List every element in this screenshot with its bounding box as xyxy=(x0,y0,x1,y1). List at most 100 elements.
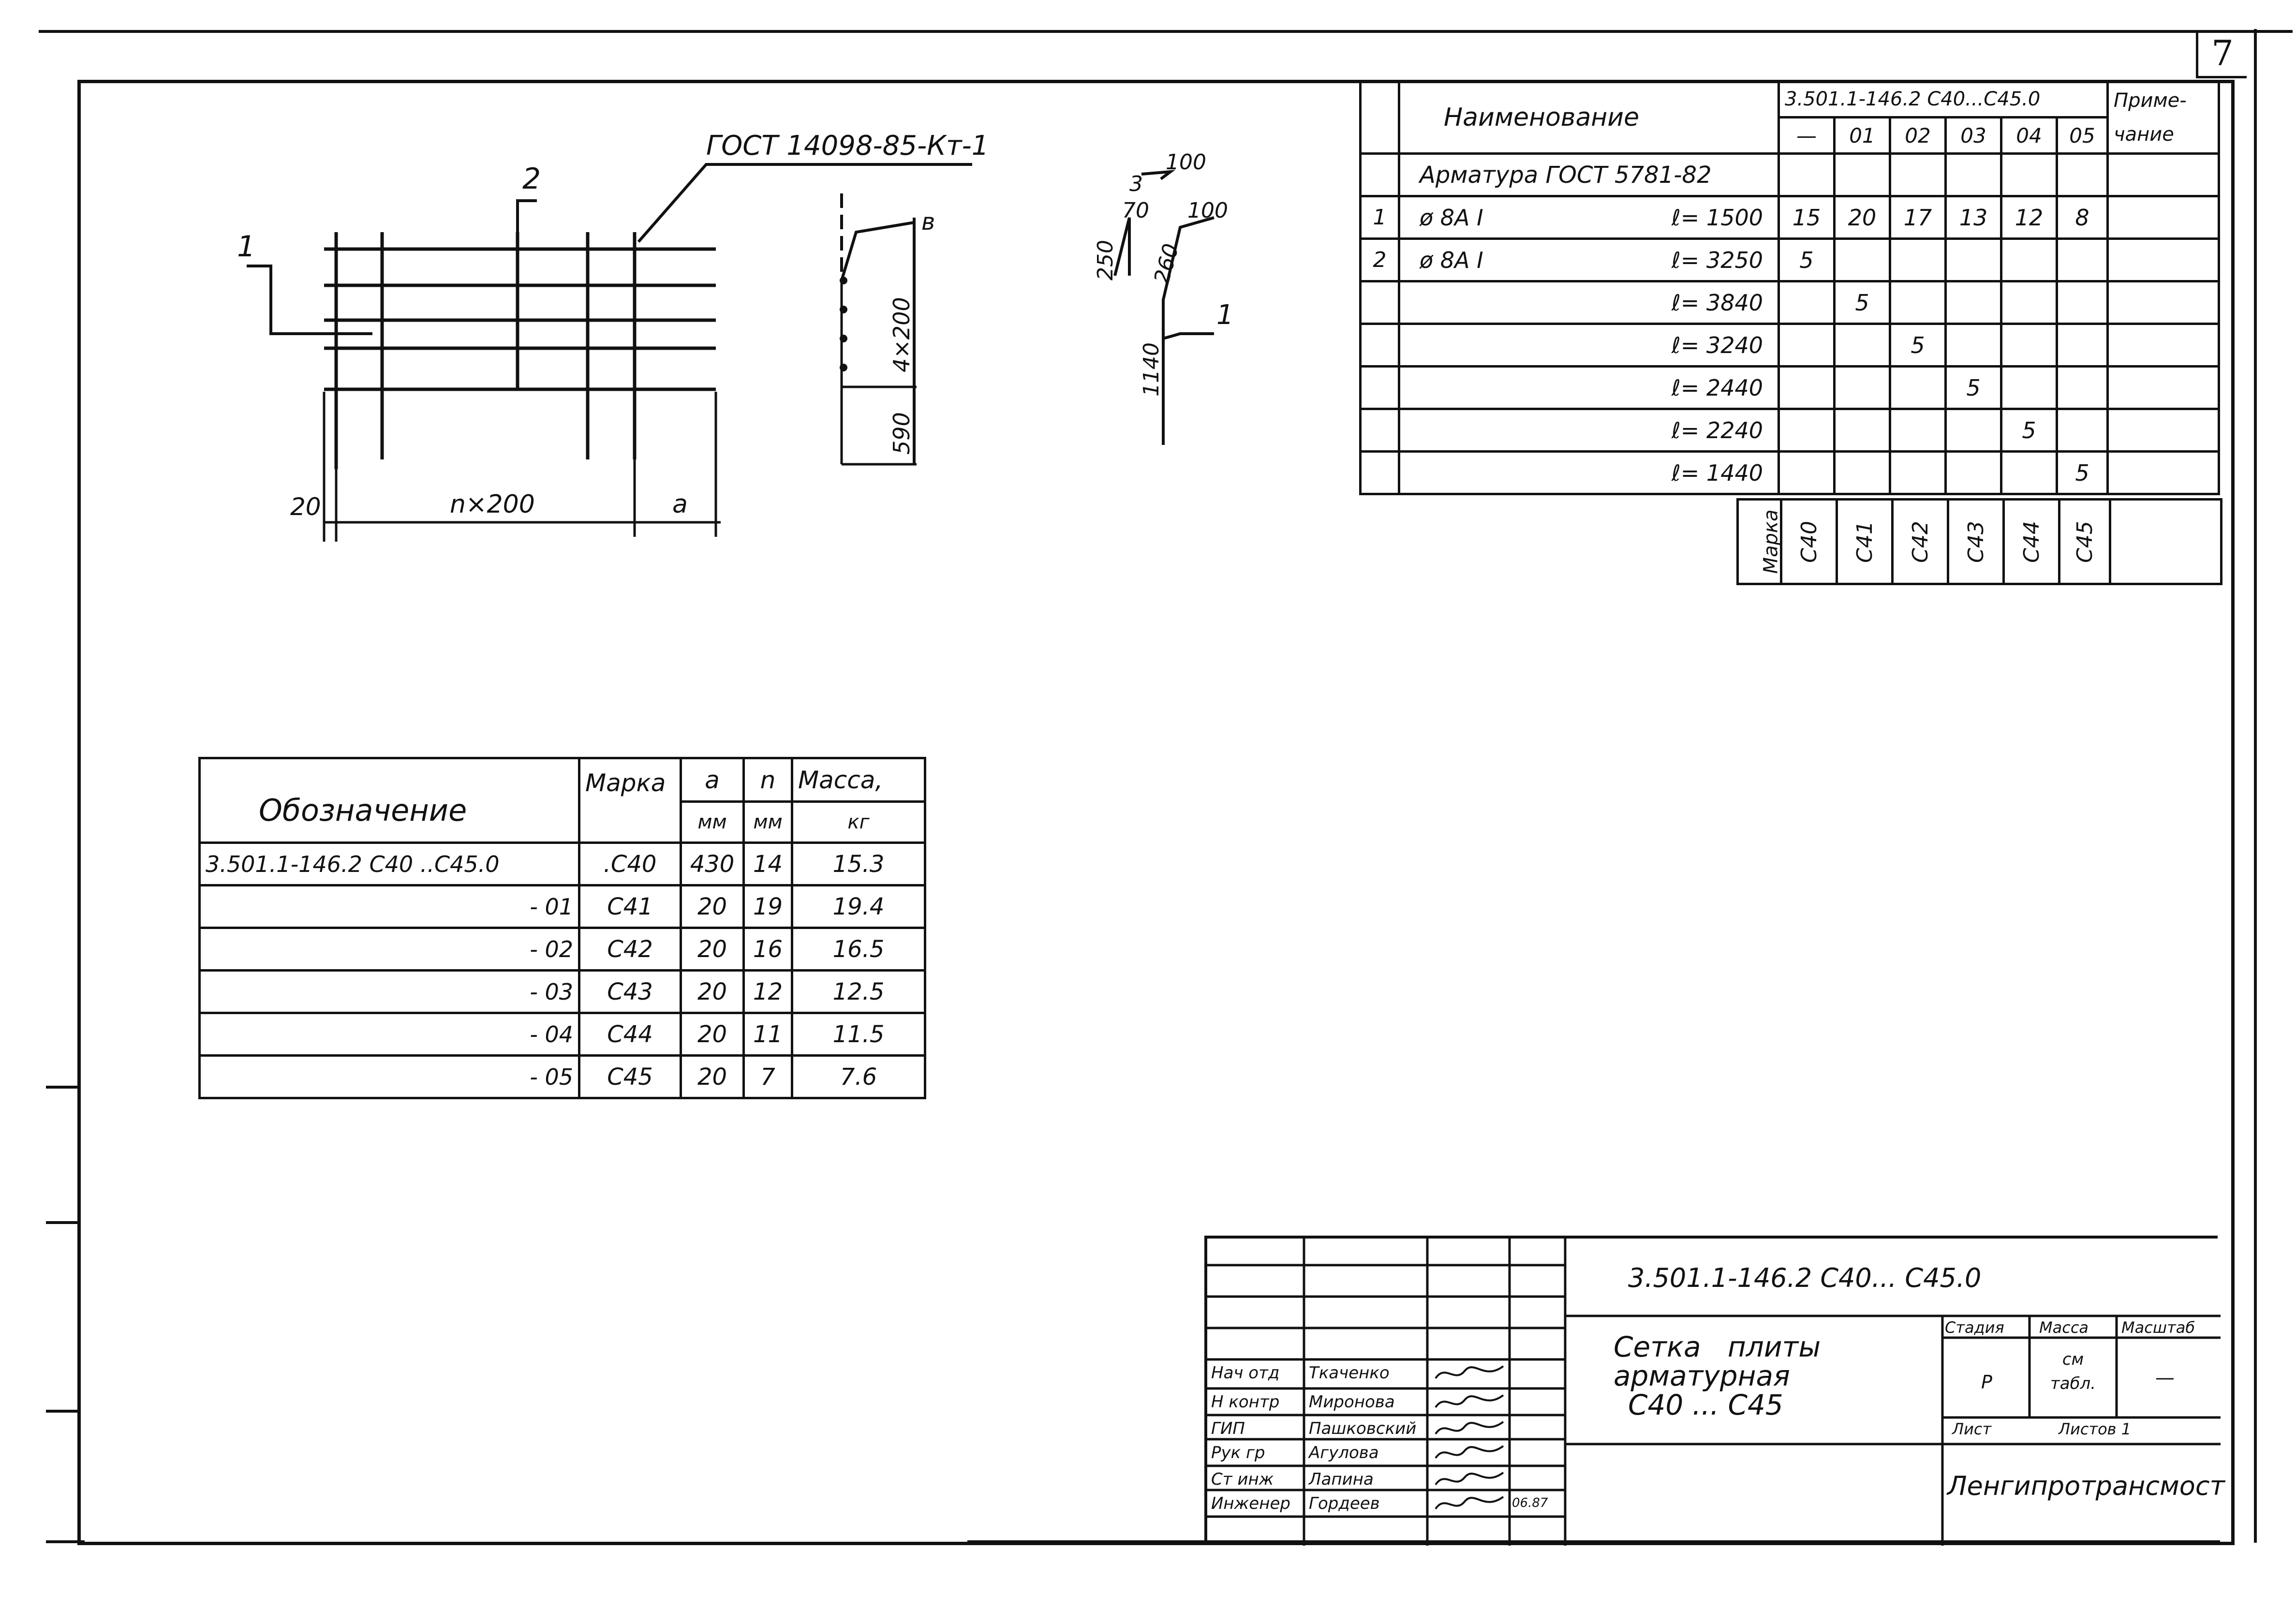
bend-70: 70 xyxy=(1122,198,1149,223)
spec-row-qty xyxy=(1889,450,1947,495)
bottom-edge-line-left xyxy=(46,1540,85,1543)
signer-role: ГИП xyxy=(1211,1419,1245,1438)
spec-row-qty xyxy=(2056,237,2109,282)
spec-row-name: ø 8А I xyxy=(1420,247,1483,273)
spec-row-pos xyxy=(1359,323,1400,368)
spec-row-qty: 12 xyxy=(2000,195,2058,240)
spec-row-qty xyxy=(2056,280,2109,325)
spec-row-name-cell: ℓ= 2240 xyxy=(1398,408,1780,453)
mass-row-marka: С43 xyxy=(578,969,682,1014)
mark-c44: С44 xyxy=(2019,520,2044,563)
spec-row-qty: 5 xyxy=(1778,237,1836,282)
stage-value: Р xyxy=(1981,1372,1992,1393)
spec-row-length: ℓ= 2440 xyxy=(1671,374,1763,401)
mass-header-mass: Масса, xyxy=(791,757,926,803)
spec-table: Наименование 3.501.1-146.2 С40...С45.0 П… xyxy=(1359,80,2220,495)
spec-row-pos xyxy=(1359,280,1400,325)
spec-row-qty: 20 xyxy=(1833,195,1891,240)
signature-mark xyxy=(1435,1365,1504,1379)
spec-header-doc: 3.501.1-146.2 С40...С45.0 xyxy=(1778,80,2109,118)
mass-header-designation: Обозначение xyxy=(198,757,580,844)
signature-date: 06.87 xyxy=(1512,1496,1548,1510)
spec-row-pos xyxy=(1359,450,1400,495)
sheet-number-box: 7 xyxy=(2196,30,2247,78)
callout-2: 2 xyxy=(522,162,541,196)
mass-row-n: 19 xyxy=(742,884,793,929)
spec-row-qty: 5 xyxy=(1889,323,1947,368)
sheet-label: Лист xyxy=(1952,1420,1992,1438)
signature-mark xyxy=(1435,1472,1504,1486)
spec-row-length: ℓ= 3250 xyxy=(1671,247,1763,273)
mass-header-n: n xyxy=(742,757,793,803)
spec-row-qty: 17 xyxy=(1889,195,1947,240)
spec-row-note xyxy=(2106,280,2220,325)
mark-c43: С43 xyxy=(1963,520,1988,563)
signature-mark xyxy=(1435,1445,1504,1459)
spec-row-note xyxy=(2106,323,2220,368)
marka-label-cell: Марка xyxy=(1736,498,1782,585)
mass-row-designation: - 02 xyxy=(198,927,580,972)
mass-row-n: 11 xyxy=(742,1012,793,1057)
drawing-frame xyxy=(77,80,2235,1545)
sheets-label: Листов 1 xyxy=(2059,1420,2132,1438)
spec-row-name-cell: ℓ= 3240 xyxy=(1398,323,1780,368)
mass-row-mass: 7.6 xyxy=(791,1054,926,1099)
mass-row-mass: 11.5 xyxy=(791,1012,926,1057)
spec-row-qty: 5 xyxy=(2000,408,2058,453)
mass-row-marka: С41 xyxy=(578,884,682,929)
dim-b: в xyxy=(921,208,935,236)
signature-mark xyxy=(1435,1421,1504,1435)
spec-row-qty xyxy=(1778,323,1836,368)
spec-row-pos xyxy=(1359,365,1400,410)
callout-1: 1 xyxy=(237,230,255,264)
spec-row-qty xyxy=(1944,408,2002,453)
margin-tick-2 xyxy=(46,1221,80,1224)
mass-row-marka: С44 xyxy=(578,1012,682,1057)
bend-100-top: 100 xyxy=(1166,150,1206,175)
spec-row-qty xyxy=(1944,323,2002,368)
right-edge-line xyxy=(2254,29,2257,1543)
spec-row-qty: 13 xyxy=(1944,195,2002,240)
bend-1140: 1140 xyxy=(1139,342,1164,397)
title-block: 3.501.1-146.2 С40... С45.0 Сетка плиты а… xyxy=(1204,1236,2225,1546)
spec-row-pos: 1 xyxy=(1359,195,1400,240)
mark-c42: С42 xyxy=(1908,520,1933,563)
scale-value: — xyxy=(2155,1367,2175,1389)
mark-c41: С41 xyxy=(1852,520,1877,563)
gost-label: ГОСТ 14098-85-Кт-1 xyxy=(706,130,989,162)
signer-name: Миронова xyxy=(1309,1392,1395,1412)
sheet-number: 7 xyxy=(2211,32,2234,74)
mass-row-mass: 12.5 xyxy=(791,969,926,1014)
mass-row-n: 12 xyxy=(742,969,793,1014)
signer-role: Инженер xyxy=(1211,1494,1290,1513)
mass-row-marka: .С40 xyxy=(578,841,682,886)
spec-row-length: ℓ= 3240 xyxy=(1671,332,1763,358)
spec-row-note xyxy=(2106,237,2220,282)
signer-name: Гордеев xyxy=(1309,1494,1380,1513)
variant-col: 03 xyxy=(1944,116,2002,155)
mass-header-n-unit: мм xyxy=(742,800,793,844)
dim-590: 590 xyxy=(889,412,915,455)
spec-row-qty xyxy=(1833,408,1891,453)
mass-row-designation: - 04 xyxy=(198,1012,580,1057)
spec-row-note xyxy=(2106,195,2220,240)
signer-role: Рук гр xyxy=(1211,1443,1265,1462)
spec-row-length: ℓ= 3840 xyxy=(1671,289,1763,316)
variant-col: — xyxy=(1778,116,1836,155)
title-line-2: арматурная xyxy=(1614,1359,1790,1392)
mark-c45: С45 xyxy=(2072,520,2097,563)
spec-row-note xyxy=(2106,408,2220,453)
spec-row-name-cell: ℓ= 2440 xyxy=(1398,365,1780,410)
mass-row-a: 20 xyxy=(680,969,745,1014)
scale-label: Масштаб xyxy=(2121,1318,2195,1337)
spec-marka-row: Марка С40 С41 С42 С43 С44 С45 xyxy=(1736,498,2222,585)
mass-row-mass: 16.5 xyxy=(791,927,926,972)
spec-row-qty xyxy=(2000,450,2058,495)
spec-row-qty xyxy=(1778,450,1836,495)
variant-col: 01 xyxy=(1833,116,1891,155)
marka-label: Марка xyxy=(1760,509,1781,574)
spec-row-note xyxy=(2106,450,2220,495)
signer-role: Ст инж xyxy=(1211,1470,1274,1489)
